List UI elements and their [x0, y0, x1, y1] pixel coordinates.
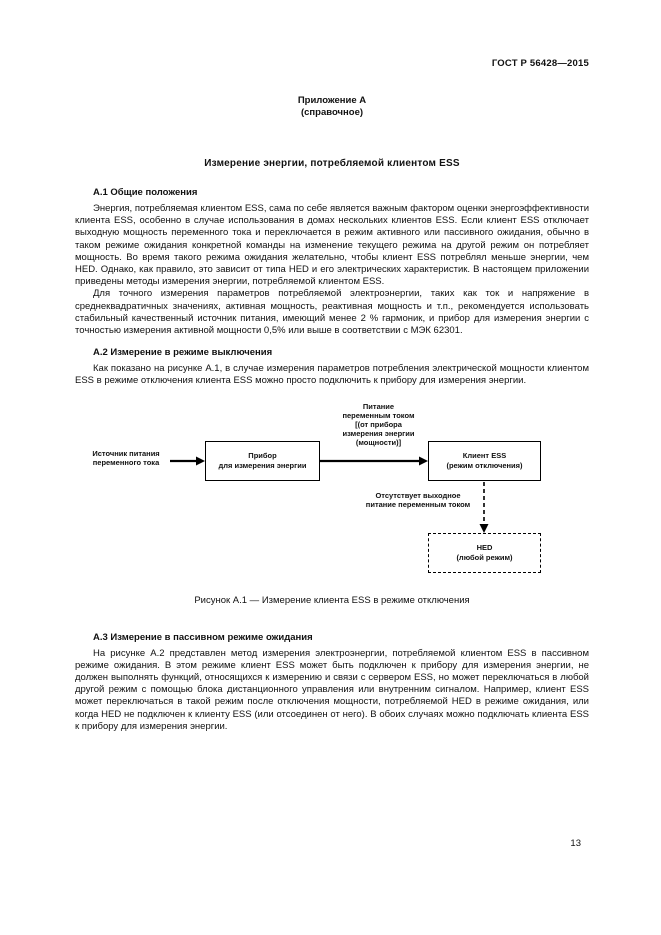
annex-title: Приложение А [297, 95, 367, 106]
no-output-label: Отсутствует выходное питание переменным … [365, 490, 471, 509]
doc-number: ГОСТ Р 56428—2015 [491, 58, 589, 69]
paragraph-a3-1: На рисунке А.2 представлен метод измерен… [75, 647, 589, 732]
meter-box: Прибор для измерения энергии [205, 440, 320, 481]
page-number: 13 [570, 838, 581, 849]
figure-arrows [170, 456, 489, 533]
arrow-source-to-meter [170, 456, 205, 466]
client-ess-box: Клиент ESS (режим отключения) [428, 440, 541, 481]
annex-subtitle: (справочное) [300, 107, 364, 118]
section-heading-a3: А.3 Измерение в пассивном режиме ожидани… [93, 631, 313, 643]
hed-box: HED (любой режим) [428, 532, 541, 573]
source-label: Источник питания переменного тока [92, 448, 160, 467]
arrow-client-to-hed-dashed [479, 481, 489, 533]
figure-caption: Рисунок А.1 — Измерение клиента ESS в ре… [194, 594, 470, 606]
main-title: Измерение энергии, потребляемой клиентом… [204, 158, 460, 169]
figure-a1: Источник питания переменного тока Питани… [75, 402, 589, 577]
paragraph-a1-2: Для точного измерения параметров потребл… [75, 288, 589, 337]
arrow-meter-to-client [320, 456, 428, 466]
paragraph-a1-1: Энергия, потребляемая клиентом ESS, сама… [75, 203, 589, 288]
section-heading-a2: А.2 Измерение в режиме выключения [93, 347, 273, 359]
paragraph-a2-1: Как показано на рисунке А.1, в случае из… [75, 363, 589, 387]
section-heading-a1: А.1 Общие положения [93, 187, 198, 198]
feed-label: Питание переменным током [(от прибора из… [342, 401, 415, 447]
